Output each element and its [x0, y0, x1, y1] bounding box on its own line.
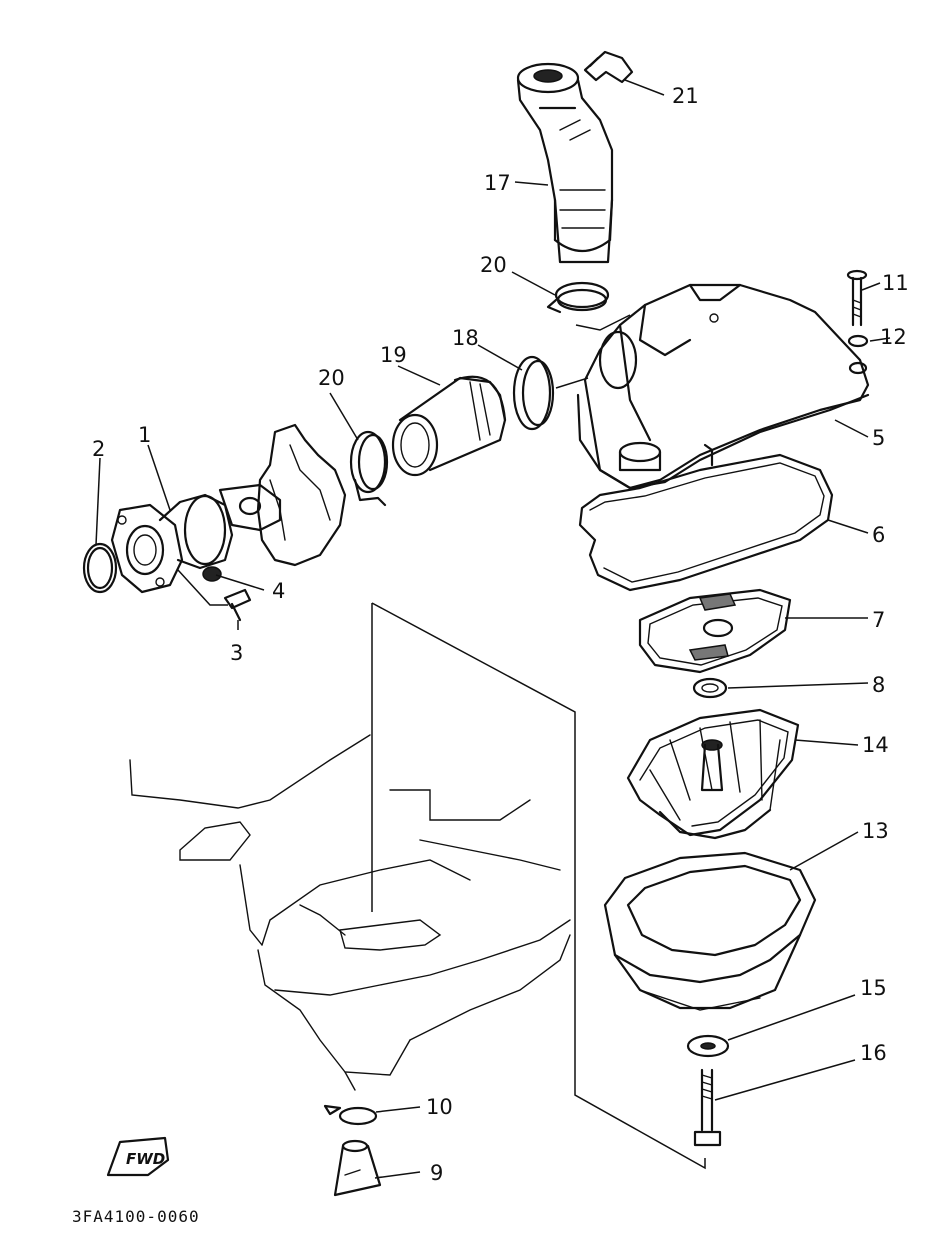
callout-20-top: 20 [480, 253, 507, 277]
clamp-20-mid [349, 430, 389, 507]
o-ring-2 [82, 542, 118, 594]
callout-3: 3 [230, 641, 243, 665]
clip-10 [323, 1104, 378, 1126]
callout-1: 1 [138, 423, 151, 447]
callout-17: 17 [484, 171, 511, 195]
callout-4: 4 [272, 579, 285, 603]
bolt-11 [846, 269, 868, 327]
filter-element-13 [603, 851, 817, 1011]
callout-14: 14 [862, 733, 889, 757]
screen-7 [638, 588, 792, 674]
band-18 [512, 355, 555, 431]
callout-5: 5 [872, 426, 885, 450]
diagram-part-code: 3FA4100-0060 [72, 1207, 200, 1226]
callout-19: 19 [380, 343, 407, 367]
callout-2: 2 [92, 437, 105, 461]
callout-10: 10 [426, 1095, 453, 1119]
forward-direction-badge: FWD [106, 1136, 170, 1177]
callout-18: 18 [452, 326, 479, 350]
intake-manifold-1 [110, 493, 234, 594]
element-cage-14 [626, 708, 800, 840]
gasket-6 [578, 453, 834, 592]
leader-lines [95, 79, 891, 1179]
callout-12: 12 [880, 325, 907, 349]
rubber-washer-15 [686, 1034, 730, 1058]
callout-6: 6 [872, 523, 885, 547]
airbox-cover-5 [576, 283, 870, 490]
long-bolt-16 [693, 1068, 722, 1147]
callout-9: 9 [430, 1161, 443, 1185]
callout-8: 8 [872, 673, 885, 697]
callout-21: 21 [672, 84, 699, 108]
callout-15: 15 [860, 976, 887, 1000]
callout-labels: 21 17 20 18 19 20 1 2 4 3 11 12 5 6 7 8 … [92, 84, 909, 1185]
clamp-20-top [546, 281, 610, 314]
elbow-fitting-21 [583, 50, 634, 84]
frame-outline [129, 734, 571, 1091]
intake-duct-17 [516, 62, 614, 264]
callout-16: 16 [860, 1041, 887, 1065]
carburetor [218, 423, 347, 567]
drain-cap-9 [333, 1139, 382, 1197]
callout-20-mid: 20 [318, 366, 345, 390]
washer-8 [692, 677, 728, 699]
joint-hose-19 [391, 375, 507, 477]
fwd-label: FWD [126, 1150, 165, 1168]
nut-4 [202, 566, 222, 582]
callout-7: 7 [872, 608, 885, 632]
bolt-3 [223, 588, 252, 622]
nut-12 [847, 334, 869, 348]
assembly-frame-lines [371, 602, 706, 1170]
callout-13: 13 [862, 819, 889, 843]
callout-11: 11 [882, 271, 909, 295]
